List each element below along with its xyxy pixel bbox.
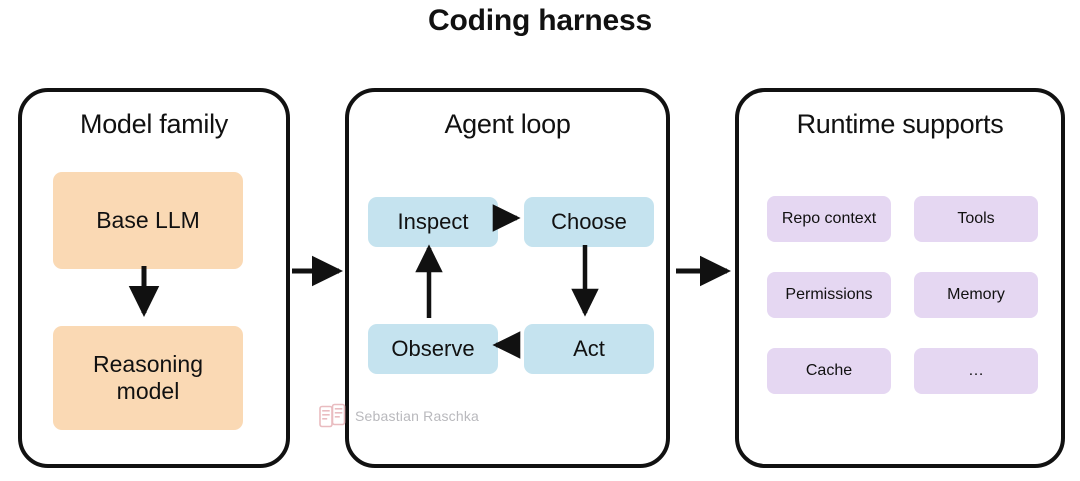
panel-runtime-supports: Runtime supports Repo context Tools Perm… bbox=[735, 88, 1065, 468]
panel-agent-loop: Agent loop Inspect Choose Observe Act bbox=[345, 88, 670, 468]
page-title: Coding harness bbox=[428, 4, 652, 37]
node-base-llm: Base LLM bbox=[53, 172, 243, 269]
node-observe: Observe bbox=[368, 324, 498, 374]
panel-title-model-family: Model family bbox=[80, 109, 228, 139]
panel-title-agent-loop: Agent loop bbox=[444, 109, 571, 139]
node-repo-context: Repo context bbox=[767, 196, 891, 242]
node-reasoning-model-line1: Reasoning bbox=[93, 350, 203, 377]
stacked-books-icon bbox=[319, 403, 346, 428]
node-reasoning-model: Reasoning model bbox=[53, 326, 243, 430]
node-choose: Choose bbox=[524, 197, 654, 247]
watermark: Sebastian Raschka bbox=[318, 400, 479, 432]
panel-model-family: Model family Base LLM Reasoning model bbox=[18, 88, 290, 468]
node-ellipsis: … bbox=[914, 348, 1038, 394]
node-inspect: Inspect bbox=[368, 197, 498, 247]
node-cache: Cache bbox=[767, 348, 891, 394]
node-tools: Tools bbox=[914, 196, 1038, 242]
watermark-text: Sebastian Raschka bbox=[355, 408, 480, 424]
node-memory: Memory bbox=[914, 272, 1038, 318]
panel-title-runtime-supports: Runtime supports bbox=[796, 109, 1004, 139]
node-permissions: Permissions bbox=[767, 272, 891, 318]
node-act: Act bbox=[524, 324, 654, 374]
node-reasoning-model-line2: model bbox=[116, 378, 180, 404]
node-reasoning-model-text: Reasoning model bbox=[93, 351, 203, 405]
